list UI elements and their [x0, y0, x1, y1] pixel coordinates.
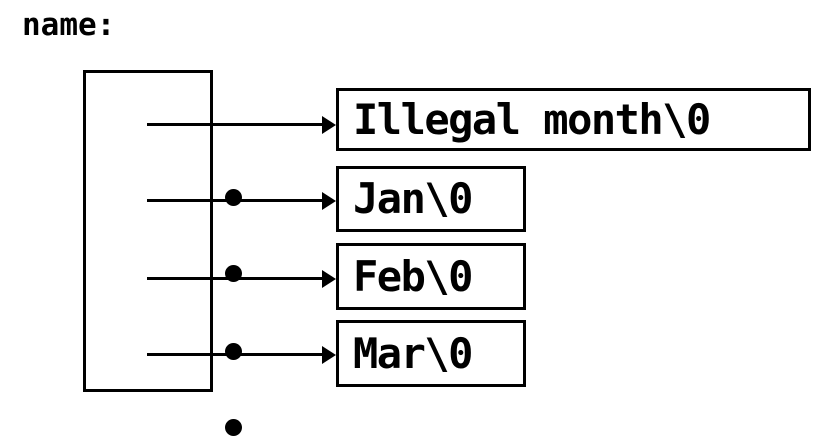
- arrow-shaft-3: [147, 353, 329, 356]
- string-box-1: Jan\0: [336, 166, 526, 232]
- string-box-3: Mar\0: [336, 320, 526, 387]
- pointer-slot-0-dot: [225, 189, 242, 206]
- string-box-2: Feb\0: [336, 243, 526, 310]
- array-name-label: name:: [22, 7, 116, 43]
- arrow-head-1: [322, 192, 336, 210]
- string-box-0: Illegal month\0: [336, 88, 811, 151]
- arrow-head-2: [322, 270, 336, 288]
- pointer-slot-3-dot: [225, 419, 242, 436]
- string-text-3: Mar\0: [353, 328, 473, 378]
- pointer-slot-2-dot: [225, 343, 242, 360]
- pointer-array-box: [83, 70, 242, 436]
- arrow-head-0: [322, 116, 336, 134]
- pointer-array-diagram: name: Illegal month\0 Jan\0 Feb\0 Mar\0: [22, 7, 811, 436]
- arrow-head-3: [322, 346, 336, 364]
- arrow-shaft-1: [147, 199, 329, 202]
- arrow-shaft-2: [147, 277, 329, 280]
- string-text-0: Illegal month\0: [353, 94, 711, 144]
- string-text-1: Jan\0: [353, 174, 473, 223]
- arrow-shaft-0: [147, 123, 329, 126]
- string-text-2: Feb\0: [353, 251, 473, 301]
